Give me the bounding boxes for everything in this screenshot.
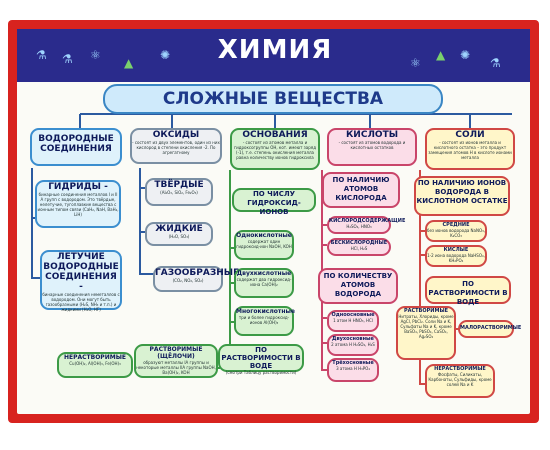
soluble-salts-text: Нитраты, Хлориды, кроме AgCl, PbCl₂. Сол…	[398, 314, 454, 339]
oxides-title: ОКСИДЫ	[152, 130, 200, 140]
alkali-title: РАСТВОРИМЫЕ (ЩЁЛОЧИ)	[149, 346, 203, 360]
insoluble-bases-box: НЕРАСТВОРИМЫЕ Cu(OH)₂, Al(OH)₃, Fe(OH)₃	[57, 352, 133, 378]
tri-acid-title: Трёхосновные	[332, 360, 374, 366]
hydrides-title: ГИДРИДЫ -	[48, 182, 108, 192]
hydroxide-count-title: ПО ЧИСЛУ ГИДРОКСИД-ИОНОВ	[247, 190, 301, 216]
di-base-box: Двухкислотные содержат два гидроксид-ион…	[234, 268, 294, 298]
poly-base-title: Многокислотные	[236, 308, 295, 315]
poly-base-box: Многокислотные три и более гидроксид-ион…	[234, 306, 295, 336]
bases-solubility-note: (смотри Таблицу растворимости)	[225, 370, 297, 375]
oxy-acids-text: H₂SO₄, HNO₃	[346, 224, 372, 229]
salts-title: СОЛИ	[455, 130, 485, 140]
bases-box: ОСНОВАНИЯ - состоят из атомов металла и …	[230, 128, 320, 170]
anoxy-acids-box: БЕСКИСЛОРОДНЫЕ HCl, H₂S	[327, 238, 391, 256]
insoluble-bases-text: Cu(OH)₂, Al(OH)₃, Fe(OH)₃	[69, 361, 121, 366]
middle-salts-title: СРЕДНИЕ	[442, 222, 470, 228]
mono-acid-box: Одноосновные 1 атом H HNO₃, HCl	[327, 310, 379, 332]
flask-icon: ⚗	[62, 52, 73, 66]
alkali-text: образуют металлы IA группы и некоторые м…	[136, 360, 216, 375]
mono-base-box: Однокислотные содержат один гидроксид-ио…	[234, 230, 294, 260]
beaker-icon: ▲	[124, 56, 134, 70]
oxygen-presence-box: ПО НАЛИЧИЮ АТОМОВ КИСЛОРОДА	[322, 172, 400, 208]
salts-box: СОЛИ - состоят из ионов металла и кислот…	[425, 128, 515, 170]
test-tubes-icon: ⚗	[490, 56, 501, 70]
hydrogen-compounds-box: ВОДОРОДНЫЕ СОЕДИНЕНИЯ	[30, 128, 122, 166]
poly-base-text: три и более гидроксид-ионов Al(OH)₃	[238, 315, 290, 325]
middle-salts-box: СРЕДНИЕ без ионов водорода NaNO₃, K₂CO₃	[425, 220, 487, 242]
acids-title: КИСЛОТЫ	[345, 130, 399, 140]
middle-salts-text: без ионов водорода NaNO₃, K₂CO₃	[427, 228, 486, 238]
hydrides-box: ГИДРИДЫ - бинарные соединения металлов I…	[35, 180, 121, 228]
title-banner	[17, 29, 530, 82]
salt-ions-title: ПО НАЛИЧИЮ ИОНОВ ВОДОРОДА В КИСЛОТНОМ ОС…	[416, 179, 508, 205]
acidic-salts-title: КИСЛЫЕ	[443, 247, 469, 253]
volatile-text: бинарные соединения неметаллов с водород…	[42, 292, 120, 312]
oxy-acids-box: КИСЛОРОДСОДЕРЖАЩИЕ H₂SO₄, HNO₃	[327, 216, 406, 234]
salt-solubility-title: ПО РАСТВОРИМОСТИ В ВОДЕ	[428, 280, 508, 306]
liquid-oxides-box: ЖИДКИЕ (H₂O, SO₃)	[145, 222, 213, 246]
oxides-box: ОКСИДЫ - состоят из двух элементов, один…	[130, 128, 222, 164]
di-acid-text: 2 атома H H₂SO₄, H₂S	[331, 342, 375, 347]
tri-acid-text: 3 атома H H₃PO₄	[336, 366, 370, 371]
insoluble-salts-title: НЕРАСТВОРИМЫЕ	[434, 366, 486, 372]
insoluble-salts-text: Фосфаты, Силикаты, Карбонаты, Сульфиды, …	[428, 372, 492, 387]
gas-title: ГАЗООБРАЗНЫЕ	[155, 268, 240, 278]
salts-text: - состоят из ионов металла и кислотного …	[428, 140, 512, 160]
di-acid-box: Двухосновные 2 атома H H₂SO₄, H₂S	[327, 334, 379, 356]
acids-text: - состоят из атомов водорода и кислотных…	[338, 140, 406, 150]
mono-base-text: содержат один гидроксид-ион NaOH, KOH	[236, 239, 292, 249]
atom-icon: ⚛	[90, 48, 101, 62]
mono-acid-text: 1 атом H HNO₃, HCl	[333, 318, 373, 323]
volatile-compounds-box: ЛЕТУЧИЕ ВОДОРОДНЫЕ СОЕДИНЕНИЯ - бинарные…	[40, 250, 122, 312]
solid-title: ТВЁРДЫЕ	[154, 180, 204, 190]
low-soluble-title: МАЛОРАСТВОРИМЫЕ	[460, 325, 522, 331]
solid-oxides-box: ТВЁРДЫЕ (Al₂O₃, SiO₂, Fe₂O₃)	[145, 178, 213, 206]
hydrogen-count-box: ПО КОЛИЧЕСТВУ АТОМОВ ВОДОРОДА	[318, 268, 398, 304]
subtitle: СЛОЖНЫЕ ВЕЩЕСТВА	[162, 89, 384, 109]
alkali-box: РАСТВОРИМЫЕ (ЩЁЛОЧИ) образуют металлы IA…	[134, 344, 218, 378]
soluble-salts-box: РАСТВОРИМЫЕ Нитраты, Хлориды, кроме AgCl…	[396, 306, 456, 360]
mono-base-title: Однокислотные	[236, 232, 292, 239]
hydrogen-compounds-title: ВОДОРОДНЫЕ СОЕДИНЕНИЯ	[38, 134, 114, 154]
oxygen-presence-title: ПО НАЛИЧИЮ АТОМОВ КИСЛОРОДА	[332, 176, 390, 202]
tri-acid-box: Трёхосновные 3 атома H H₃PO₄	[327, 358, 379, 382]
hydrogen-count-title: ПО КОЛИЧЕСТВУ АТОМОВ ВОДОРОДА	[323, 272, 393, 298]
liquid-title: ЖИДКИЕ	[155, 224, 203, 234]
hydroxide-count-box: ПО ЧИСЛУ ГИДРОКСИД-ИОНОВ	[232, 188, 316, 216]
acids-box: КИСЛОТЫ - состоят из атомов водорода и к…	[327, 128, 417, 166]
soluble-salts-title: РАСТВОРИМЫЕ	[403, 308, 449, 314]
bases-text: - состоят из атомов металла и гидроксогр…	[234, 140, 316, 160]
molecule-icon: ✺	[460, 48, 471, 62]
insoluble-bases-title: НЕРАСТВОРИМЫЕ	[63, 354, 127, 361]
atom-icon: ⚛	[410, 56, 421, 70]
bases-solubility-title: ПО РАСТВОРИМОСТИ В ВОДЕ	[221, 346, 301, 370]
acidic-salts-text: 1-2 иона водорода NaHSO₄, KH₂PO₄	[427, 253, 485, 263]
di-base-text: содержат два гидроксид-иона Ca(OH)₂	[236, 277, 292, 287]
bases-solubility-box: ПО РАСТВОРИМОСТИ В ВОДЕ (смотри Таблицу …	[218, 344, 304, 375]
hydrides-text: бинарные соединения металлов I и II А гр…	[37, 192, 119, 217]
lab-equipment-icon: ⚗︎	[36, 48, 47, 62]
page-title: ХИМИЯ	[217, 35, 333, 65]
bases-title: ОСНОВАНИЯ	[242, 130, 308, 140]
solid-text: (Al₂O₃, SiO₂, Fe₂O₃)	[160, 190, 198, 195]
oxy-acids-title: КИСЛОРОДСОДЕРЖАЩИЕ	[329, 218, 406, 224]
gas-text: (CO₂, NO₂, SO₂)	[172, 278, 204, 283]
anoxy-acids-title: БЕСКИСЛОРОДНЫЕ	[330, 240, 388, 246]
molecule-icon: ✺	[160, 48, 171, 62]
acidic-salts-box: КИСЛЫЕ 1-2 иона водорода NaHSO₄, KH₂PO₄	[425, 245, 487, 267]
di-base-title: Двухкислотные	[236, 270, 292, 277]
di-acid-title: Двухосновные	[332, 336, 374, 342]
beaker-icon: ▲	[436, 48, 446, 62]
gas-oxides-box: ГАЗООБРАЗНЫЕ (CO₂, NO₂, SO₂)	[153, 266, 240, 292]
anoxy-acids-text: HCl, H₂S	[350, 246, 368, 251]
volatile-title: ЛЕТУЧИЕ ВОДОРОДНЫЕ СОЕДИНЕНИЯ -	[43, 252, 119, 292]
insoluble-salts-box: НЕРАСТВОРИМЫЕ Фосфаты, Силикаты, Карбона…	[425, 364, 495, 398]
low-soluble-box: МАЛОРАСТВОРИМЫЕ	[458, 320, 522, 338]
salt-ions-box: ПО НАЛИЧИЮ ИОНОВ ВОДОРОДА В КИСЛОТНОМ ОС…	[414, 176, 510, 216]
oxides-text: - состоят из двух элементов, один из них…	[132, 140, 220, 155]
salt-solubility-box: ПО РАСТВОРИМОСТИ В ВОДЕ	[425, 276, 511, 306]
complex-substances-header: СЛОЖНЫЕ ВЕЩЕСТВА	[103, 84, 443, 114]
mono-acid-title: Одноосновные	[331, 312, 375, 318]
liquid-text: (H₂O, SO₃)	[168, 234, 190, 239]
